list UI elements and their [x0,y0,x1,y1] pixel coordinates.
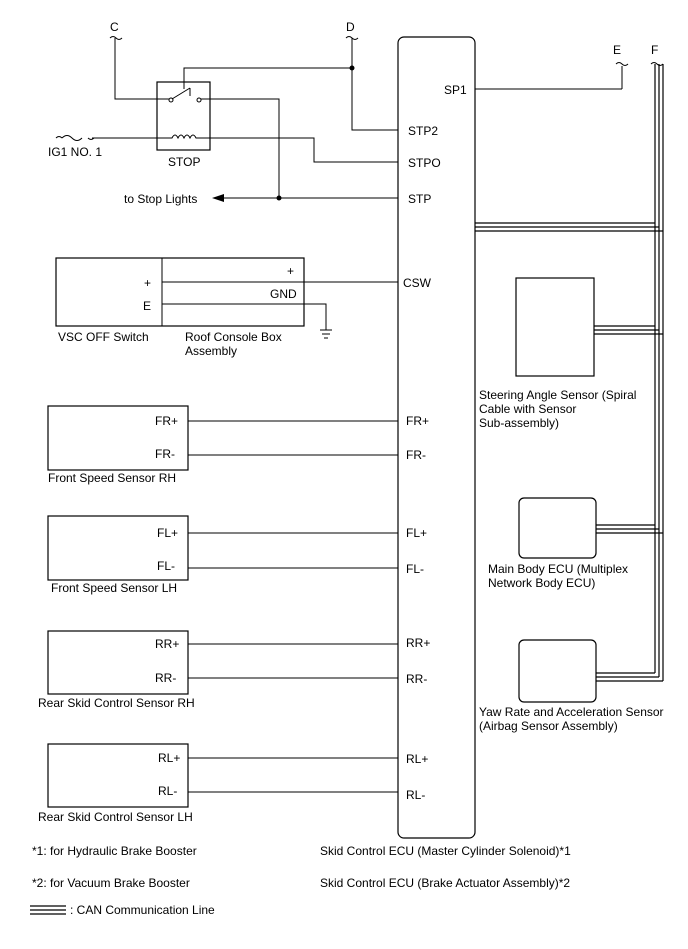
footnote-2: *2: for Vacuum Brake Booster [32,876,190,890]
connector-f-label: F [651,43,658,57]
fr-plus: FR+ [155,414,178,428]
fuse-icon [55,135,95,141]
vsc-plus-right: + [287,264,294,278]
relay-coil [160,134,210,140]
stop-lights-label: to Stop Lights [124,192,197,206]
steering-label-2: Cable with Sensor [479,402,576,416]
vsc-e-left: E [143,299,151,313]
pin-stpo: STPO [408,156,441,170]
pin-stp2: STP2 [408,124,438,138]
main-body-label-2: Network Body ECU) [488,576,595,590]
fl-minus: FL- [157,559,175,573]
main-body-label-1: Main Body ECU (Multiplex [488,562,628,576]
relay-contact-right [196,97,202,103]
yaw-label-2: (Airbag Sensor Assembly) [479,719,618,733]
wire-d-to-stp2 [351,38,398,131]
fl-plus: FL+ [157,526,178,540]
can-bus [475,64,664,682]
ecu-caption-1: Skid Control ECU (Master Cylinder Soleno… [320,844,571,858]
front-speed-sensor-rh-label: Front Speed Sensor RH [48,471,176,485]
wire-c-to-relay [114,38,169,100]
connector-f-mark [650,62,664,66]
pin-rl-plus: RL+ [406,752,428,766]
relay-switch-arm [171,87,191,100]
pin-fr-plus: FR+ [406,414,429,428]
main-body-ecu-box [518,497,597,559]
vsc-gnd: GND [270,287,297,301]
pin-sp1: SP1 [444,83,467,97]
connector-e-mark [615,62,629,66]
steering-label-3: Sub-assembly) [479,416,559,430]
roof-console-label-2: Assembly [185,344,237,358]
front-speed-sensor-lh-box [47,515,189,581]
rr-plus: RR+ [155,637,179,651]
roof-console-label-1: Roof Console Box [185,330,282,344]
pin-csw: CSW [403,276,432,290]
wire-coil-to-stpo [210,137,398,163]
pin-rr-plus: RR+ [406,636,430,650]
pin-stp: STP [408,192,431,206]
connector-d-label: D [346,20,355,34]
ig1-label: IG1 NO. 1 [48,145,102,159]
rr-minus: RR- [155,671,176,685]
stop-lights-arrow-icon [212,194,224,202]
pin-fl-plus: FL+ [406,526,427,540]
yaw-label-1: Yaw Rate and Acceleration Sensor [479,705,664,719]
pin-rr-minus: RR- [406,672,427,686]
skid-control-ecu-box [397,36,476,839]
vsc-plus-left: + [144,276,151,290]
pin-fl-minus: FL- [406,562,424,576]
vsc-off-switch-label: VSC OFF Switch [58,330,149,344]
rl-minus: RL- [158,784,177,798]
vsc-off-switch-box [55,257,305,327]
rear-skid-sensor-lh-box [47,743,189,808]
front-speed-sensor-lh-label: Front Speed Sensor LH [51,581,177,595]
front-speed-sensor-rh-box [47,405,189,471]
connector-e-label: E [613,43,621,57]
fr-minus: FR- [155,447,175,461]
can-legend-label: : CAN Communication Line [70,903,215,917]
footnote-1: *1: for Hydraulic Brake Booster [32,844,197,858]
wire-relay-to-stp [201,98,280,198]
rear-skid-sensor-rh-box [47,630,189,695]
relay-contact-left [168,97,174,103]
ground-icon [320,329,332,339]
rear-skid-sensor-lh-label: Rear Skid Control Sensor LH [38,810,193,824]
can-legend-icon [30,905,66,915]
connector-c-label: C [110,20,119,34]
pin-fr-minus: FR- [406,448,426,462]
stop-relay-label: STOP [168,155,200,169]
rl-plus: RL+ [158,751,180,765]
steering-label-1: Steering Angle Sensor (Spiral [479,388,636,402]
wire-relay-top [183,67,352,89]
stop-relay-box [156,81,211,151]
pin-rl-minus: RL- [406,788,425,802]
ecu-caption-2: Skid Control ECU (Brake Actuator Assembl… [320,876,570,890]
junction-stp [276,195,282,201]
steering-angle-sensor-box [515,277,595,377]
wire-gnd [162,303,327,330]
rear-skid-sensor-rh-label: Rear Skid Control Sensor RH [38,696,195,710]
connector-c-mark [109,36,123,40]
yaw-rate-sensor-box [518,639,597,703]
